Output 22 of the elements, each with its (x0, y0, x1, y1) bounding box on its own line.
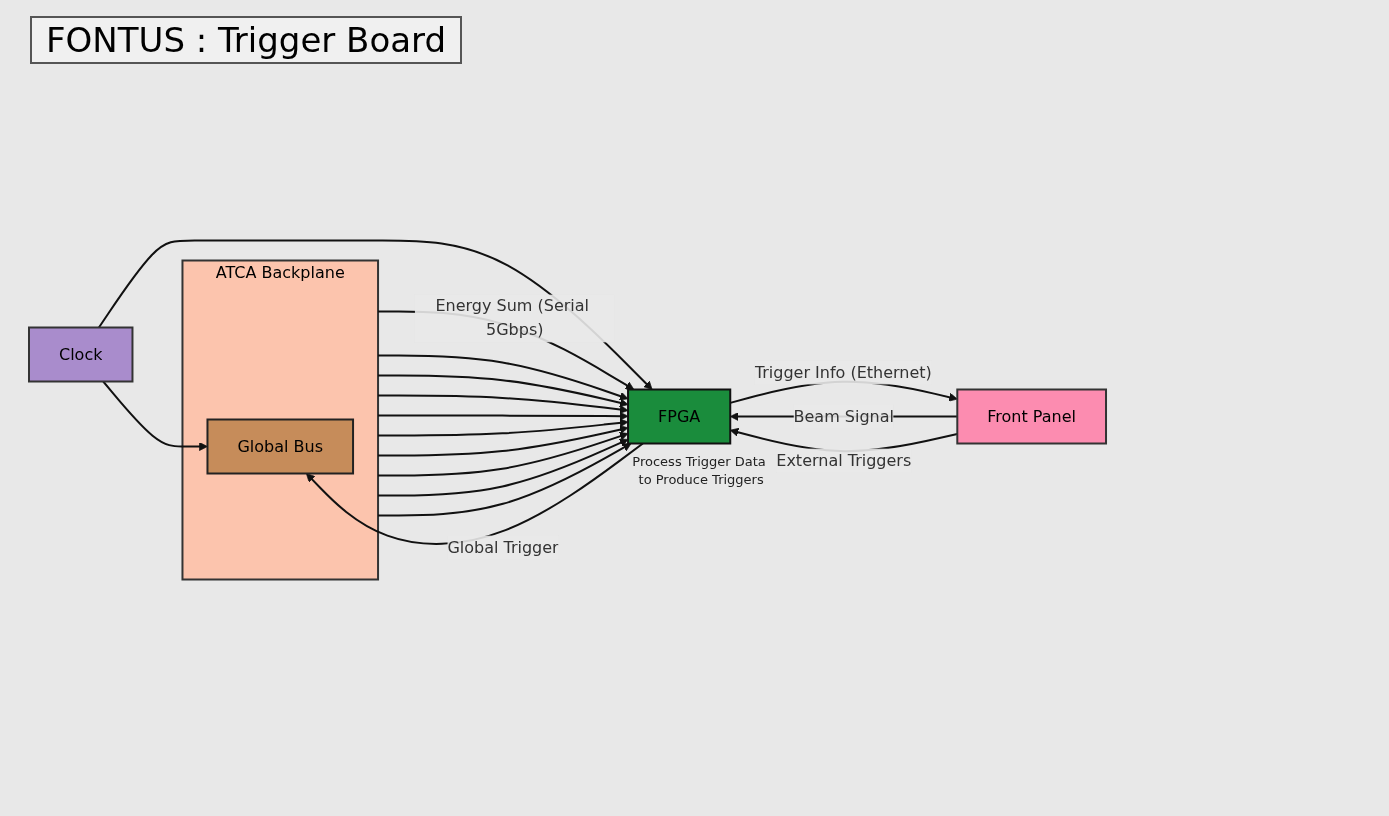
arrow (377, 438, 629, 497)
edge-label: Energy Sum (Serial 5Gbps) (435, 296, 590, 340)
edge-label: Global Trigger (447, 537, 559, 557)
arrow (102, 380, 208, 451)
arrow (377, 354, 629, 401)
arrow (377, 374, 629, 408)
node-box: Global Bus (206, 418, 355, 475)
node-caption: Process Trigger Data to Produce Triggers (632, 453, 766, 487)
node-box: Clock (28, 326, 134, 383)
edge-label: External Triggers (776, 450, 912, 470)
node-box: FPGA (627, 388, 732, 445)
node-box: Front Panel (956, 388, 1107, 445)
arrow (377, 425, 629, 457)
arrow (377, 431, 629, 477)
arrow (377, 394, 629, 414)
arrow (377, 418, 629, 437)
arrow (377, 443, 632, 517)
arrow (377, 411, 629, 421)
edge-label: Trigger Info (Ethernet) (754, 362, 932, 382)
edge-label: Beam Signal (793, 406, 894, 426)
arrow (306, 442, 644, 545)
diagram-title: FONTUS : Trigger Board (30, 16, 463, 64)
